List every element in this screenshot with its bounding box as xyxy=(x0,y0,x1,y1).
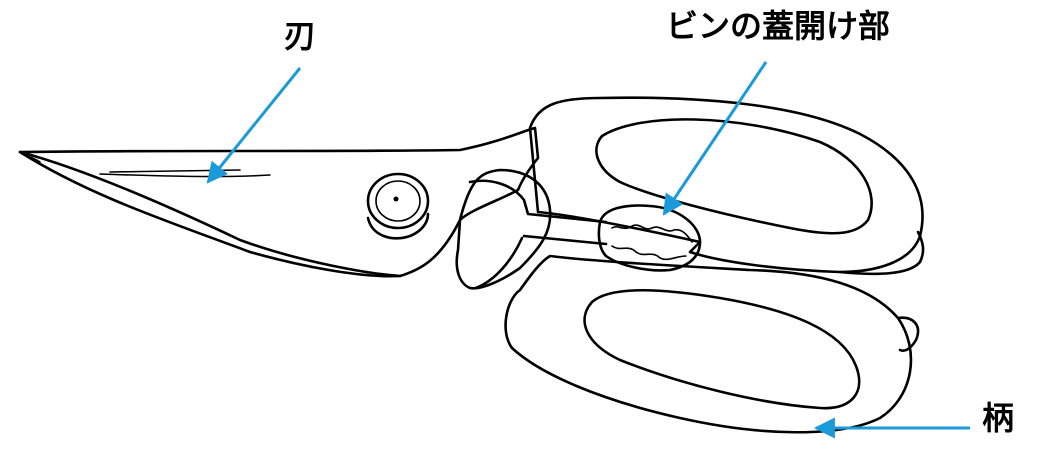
bottle-opener-label: ビンの蓋開け部 xyxy=(666,7,891,45)
upper-handle-shape xyxy=(528,96,925,276)
joint-shape xyxy=(455,168,608,290)
blade-shape xyxy=(18,126,540,278)
blade-leader-line xyxy=(206,67,302,184)
leader-lines xyxy=(206,61,970,439)
bottle-opener-shape xyxy=(597,204,702,272)
lower-handle-shape xyxy=(504,254,920,434)
bottle-opener-leader-line xyxy=(662,61,768,216)
blade-label: 刃 xyxy=(284,17,317,55)
handle-label: 柄 xyxy=(982,399,1015,437)
pivot-screw xyxy=(366,172,430,240)
